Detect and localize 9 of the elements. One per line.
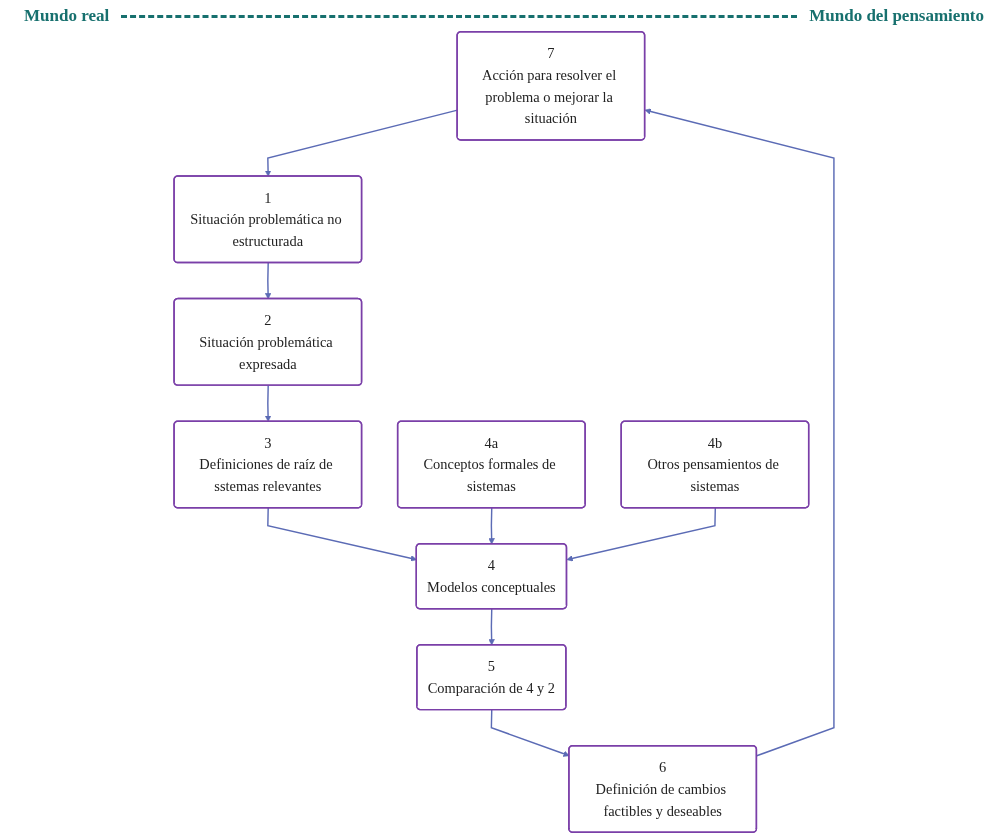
arrow: [488, 507, 495, 545]
arrow: [264, 262, 272, 300]
arrow: [566, 507, 716, 562]
region-label: Mundo real: [24, 6, 110, 26]
arrow: [264, 384, 272, 422]
arrow: [488, 608, 495, 646]
arrow: [267, 507, 417, 562]
arrow: [644, 108, 835, 757]
region-label: Mundo del pensamiento: [809, 6, 984, 26]
